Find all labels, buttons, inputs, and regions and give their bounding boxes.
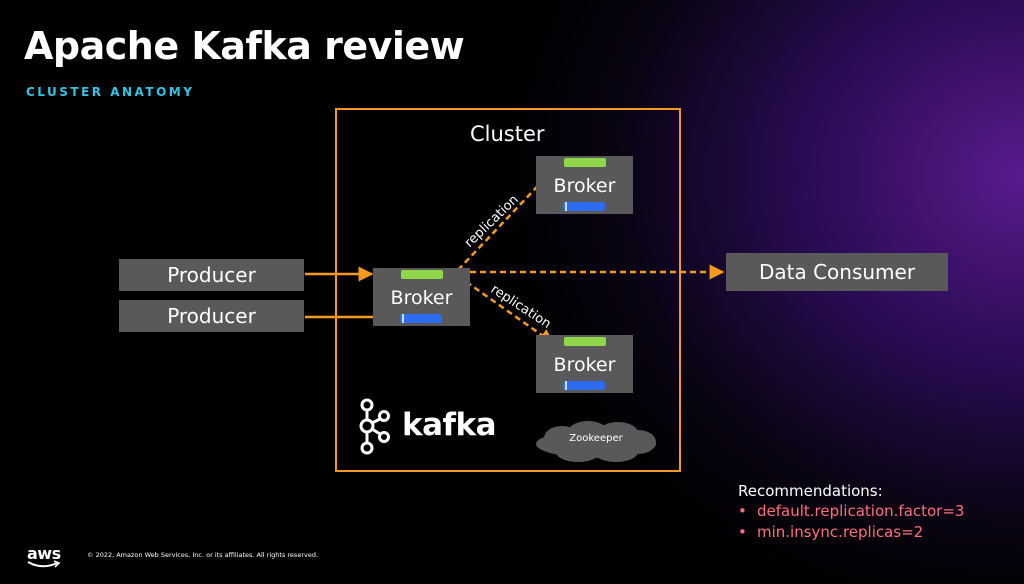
kafka-logo-text: kafka <box>402 407 497 443</box>
producer-label: Producer <box>167 263 256 287</box>
slide-title: Apache Kafka review <box>24 24 465 68</box>
broker-top-green-bar <box>564 158 606 167</box>
zookeeper-cloud-icon <box>536 421 656 462</box>
broker-leader-green-bar <box>401 270 443 279</box>
recommendation-item: •min.insync.replicas=2 <box>738 523 924 541</box>
producer-box-2: Producer <box>119 300 304 332</box>
zookeeper-label: Zookeeper <box>569 433 623 444</box>
recommendations-title: Recommendations: <box>738 482 883 500</box>
cluster-label: Cluster <box>470 122 545 146</box>
recommendation-item: •default.replication.factor=3 <box>738 502 965 520</box>
broker-bottom-blue-bar <box>563 381 605 390</box>
data-consumer-box: Data Consumer <box>726 253 948 291</box>
broker-label: Broker <box>553 354 616 376</box>
data-consumer-label: Data Consumer <box>758 260 916 284</box>
cluster-box <box>335 108 681 472</box>
slide-subtitle: CLUSTER ANATOMY <box>26 85 195 99</box>
broker-leader-blue-bar <box>400 314 442 323</box>
aws-smile-icon <box>27 560 61 568</box>
producer-label: Producer <box>167 304 256 328</box>
broker-top-blue-bar <box>563 202 605 211</box>
broker-label: Broker <box>390 287 453 309</box>
broker-bottom-green-bar <box>564 337 606 346</box>
aws-logo: aws <box>27 544 61 563</box>
kafka-logo-icon <box>359 398 390 455</box>
broker-label: Broker <box>553 175 616 197</box>
producer-box-1: Producer <box>119 259 304 291</box>
recommendations-list: •default.replication.factor=3 •min.insyn… <box>738 501 964 543</box>
copyright-text: © 2022, Amazon Web Services, Inc. or its… <box>87 551 319 559</box>
